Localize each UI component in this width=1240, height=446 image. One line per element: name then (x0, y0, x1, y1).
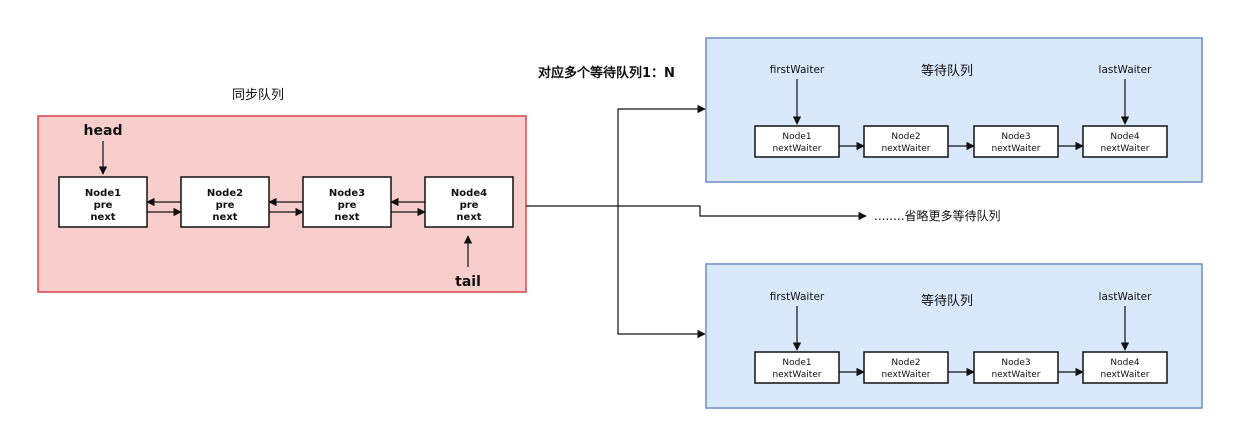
sync-node-4-name: Node4 (451, 188, 487, 199)
sync-node-1-next: next (90, 212, 115, 223)
sync-node-2-pre: pre (216, 200, 235, 211)
sync-node-4: Node4 pre next (424, 176, 514, 228)
sync-queue: 同步队列 head tail Node1 pre next Node2 pre … (37, 88, 527, 293)
sync-node-2-name: Node2 (207, 188, 243, 199)
sync-node-3: Node3 pre next (302, 176, 392, 228)
wait-queue-2-container (705, 263, 1203, 409)
sync-node-3-pre: pre (338, 200, 357, 211)
wait-queue-2: 等待队列 firstWaiter lastWaiter Node1 nextWa… (705, 263, 1203, 409)
wait-queue-1: 等待队列 firstWaiter lastWaiter Node1 nextWa… (705, 37, 1203, 183)
wait-queue-1-last-label: lastWaiter (1099, 64, 1153, 76)
wait-queue-2-node-4-name: Node4 (1110, 358, 1139, 368)
wait-queue-1-node-3-name: Node3 (1001, 132, 1030, 142)
wait-queue-2-node-2-field: nextWaiter (881, 370, 930, 380)
wait-queue-2-node-3-field: nextWaiter (991, 370, 1040, 380)
connector-to-omitted (618, 205, 867, 221)
relation-connectors (526, 104, 867, 339)
wait-queue-2-title: 等待队列 (921, 293, 973, 309)
wait-queue-1-node-3-field: nextWaiter (991, 144, 1040, 154)
sync-node-3-name: Node3 (329, 188, 365, 199)
wait-queue-2-node-3-name: Node3 (1001, 358, 1030, 368)
sync-node-1-name: Node1 (85, 188, 121, 199)
wait-queue-2-last-label: lastWaiter (1099, 291, 1153, 303)
wait-queue-1-node-2-name: Node2 (891, 132, 920, 142)
wait-queue-2-first-label: firstWaiter (770, 291, 825, 303)
sync-node-2-next: next (212, 212, 237, 223)
wait-queue-1-node-1: Node1 nextWaiter (754, 125, 840, 158)
wait-queue-2-node-2-name: Node2 (891, 358, 920, 368)
wait-queue-1-node-3: Node3 nextWaiter (973, 125, 1059, 158)
wait-queue-1-node-1-field: nextWaiter (772, 144, 821, 154)
wait-queue-1-node-1-name: Node1 (782, 132, 811, 142)
wait-queue-2-node-1-name: Node1 (782, 358, 811, 368)
wait-queue-1-node-2: Node2 nextWaiter (863, 125, 949, 158)
connector-to-wait-queue-2 (617, 206, 706, 339)
head-label: head (84, 123, 123, 139)
sync-queue-title: 同步队列 (232, 88, 284, 103)
wait-queue-1-node-4-field: nextWaiter (1100, 144, 1149, 154)
wait-queue-2-node-4: Node4 nextWaiter (1082, 351, 1168, 384)
wait-queue-2-node-1-field: nextWaiter (772, 370, 821, 380)
relation-label: 对应多个等待队列1：N (538, 65, 675, 81)
sync-node-3-next: next (334, 212, 359, 223)
sync-node-4-pre: pre (460, 200, 479, 211)
wait-queue-1-first-label: firstWaiter (770, 64, 825, 76)
wait-queue-1-container (705, 37, 1203, 183)
wait-queue-1-node-2-field: nextWaiter (881, 144, 930, 154)
wait-queue-2-node-1: Node1 nextWaiter (754, 351, 840, 384)
wait-queue-2-node-4-field: nextWaiter (1100, 370, 1149, 380)
sync-node-1-pre: pre (94, 200, 113, 211)
wait-queue-1-node-4-name: Node4 (1110, 132, 1139, 142)
tail-label: tail (455, 274, 481, 290)
omitted-label: ........省略更多等待队列 (874, 208, 1001, 223)
sync-node-2: Node2 pre next (180, 176, 270, 228)
wait-queue-2-node-3: Node3 nextWaiter (973, 351, 1059, 384)
sync-node-4-next: next (456, 212, 481, 223)
wait-queue-1-title: 等待队列 (921, 63, 973, 79)
wait-queue-1-node-4: Node4 nextWaiter (1082, 125, 1168, 158)
wait-queue-2-node-2: Node2 nextWaiter (863, 351, 949, 384)
connector-to-wait-queue-1 (526, 104, 706, 207)
sync-node-1: Node1 pre next (58, 176, 148, 228)
